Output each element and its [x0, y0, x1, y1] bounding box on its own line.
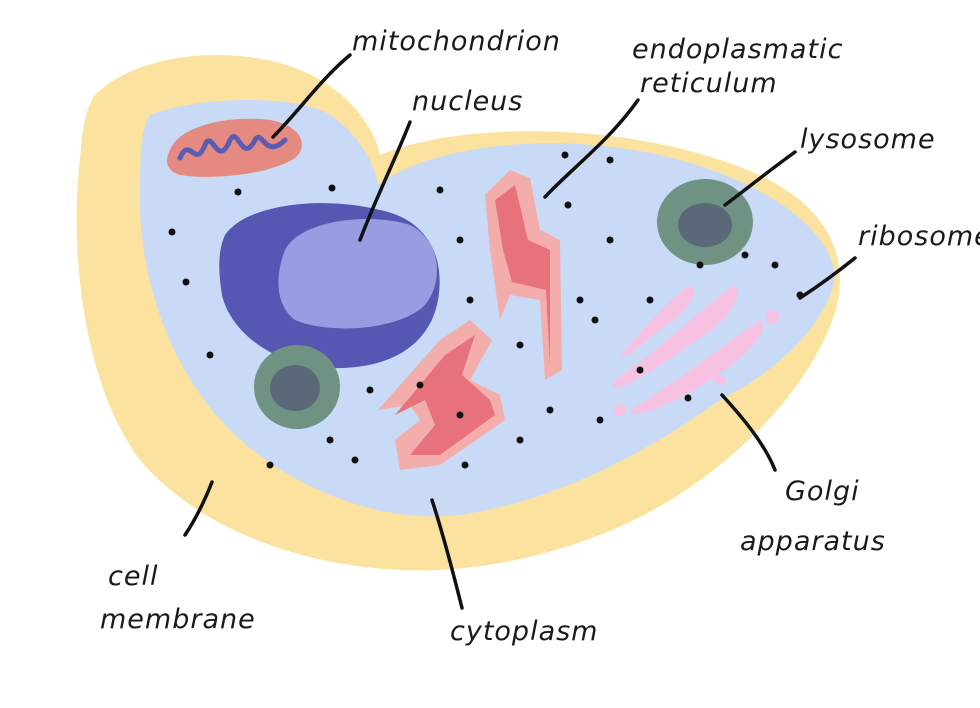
- label-golgi-line1: Golgi: [785, 476, 860, 507]
- label-nucleus: nucleus: [412, 86, 523, 117]
- ribosome-dot: [561, 151, 569, 159]
- leader-nucleus: [358, 120, 412, 242]
- leader-lysosome: [723, 150, 797, 207]
- endoplasmic-reticulum: [378, 170, 562, 470]
- golgi-apparatus: [612, 285, 779, 416]
- label-cytoplasm: cytoplasm: [450, 616, 598, 647]
- ribosome-dot: [466, 296, 474, 304]
- ribosomes: [168, 151, 804, 469]
- leader-mitochondrion: [271, 53, 352, 139]
- cristae: [177, 134, 288, 161]
- lysosome: [657, 179, 753, 265]
- label-golgi-line2: apparatus: [740, 526, 886, 557]
- leader-ribosome: [798, 256, 857, 300]
- ribosome-dot: [576, 296, 584, 304]
- label-membrane-line1: cell: [108, 561, 158, 592]
- ribosome-dot: [646, 296, 654, 304]
- leader-membrane: [183, 480, 214, 537]
- ribosome-dot: [266, 461, 274, 469]
- ribosome-dot: [326, 436, 334, 444]
- ribosome-dot: [591, 316, 599, 324]
- ribosome-dot: [596, 416, 604, 424]
- ribosome-dot: [366, 386, 374, 394]
- ribosome-dot: [328, 184, 336, 192]
- mitochondrion: [167, 118, 302, 177]
- ribosome-dot: [516, 436, 524, 444]
- ribosome-dot: [456, 236, 464, 244]
- ribosome-dot: [606, 156, 614, 164]
- leader-cytoplasm: [430, 498, 464, 610]
- ribosome-dot: [416, 381, 424, 389]
- ribosome-dot: [696, 261, 704, 269]
- label-ribosome: ribosome: [858, 221, 980, 252]
- ribosome-dot: [741, 251, 749, 259]
- leader-golgi: [720, 393, 777, 472]
- label-lysosome: lysosome: [800, 124, 936, 155]
- label-er-line2: reticulum: [640, 68, 778, 99]
- lysosome-2: [254, 345, 340, 429]
- ribosome-dot: [168, 228, 176, 236]
- ribosome-dot: [351, 456, 359, 464]
- ribosome-dot: [546, 406, 554, 414]
- ribosome-dot: [636, 366, 644, 374]
- ribosome-dot: [516, 341, 524, 349]
- label-mitochondrion: mitochondrion: [352, 26, 561, 57]
- nucleus: [219, 203, 440, 369]
- leader-lines: [183, 53, 857, 610]
- label-er-line1: endoplasmatic: [632, 34, 843, 65]
- ribosome-dot: [234, 188, 242, 196]
- ribosome-dot: [461, 461, 469, 469]
- ribosome-dot: [206, 351, 214, 359]
- ribosome-dot: [684, 394, 692, 402]
- ribosome-dot: [436, 186, 444, 194]
- ribosome-dot: [564, 201, 572, 209]
- ribosome-dot: [606, 236, 614, 244]
- nucleolus: [278, 218, 437, 329]
- ribosome-dot: [456, 411, 464, 419]
- label-membrane-line2: membrane: [100, 604, 256, 635]
- ribosome-dot: [771, 261, 779, 269]
- ribosome-dot: [182, 278, 190, 286]
- leader-er: [543, 98, 640, 199]
